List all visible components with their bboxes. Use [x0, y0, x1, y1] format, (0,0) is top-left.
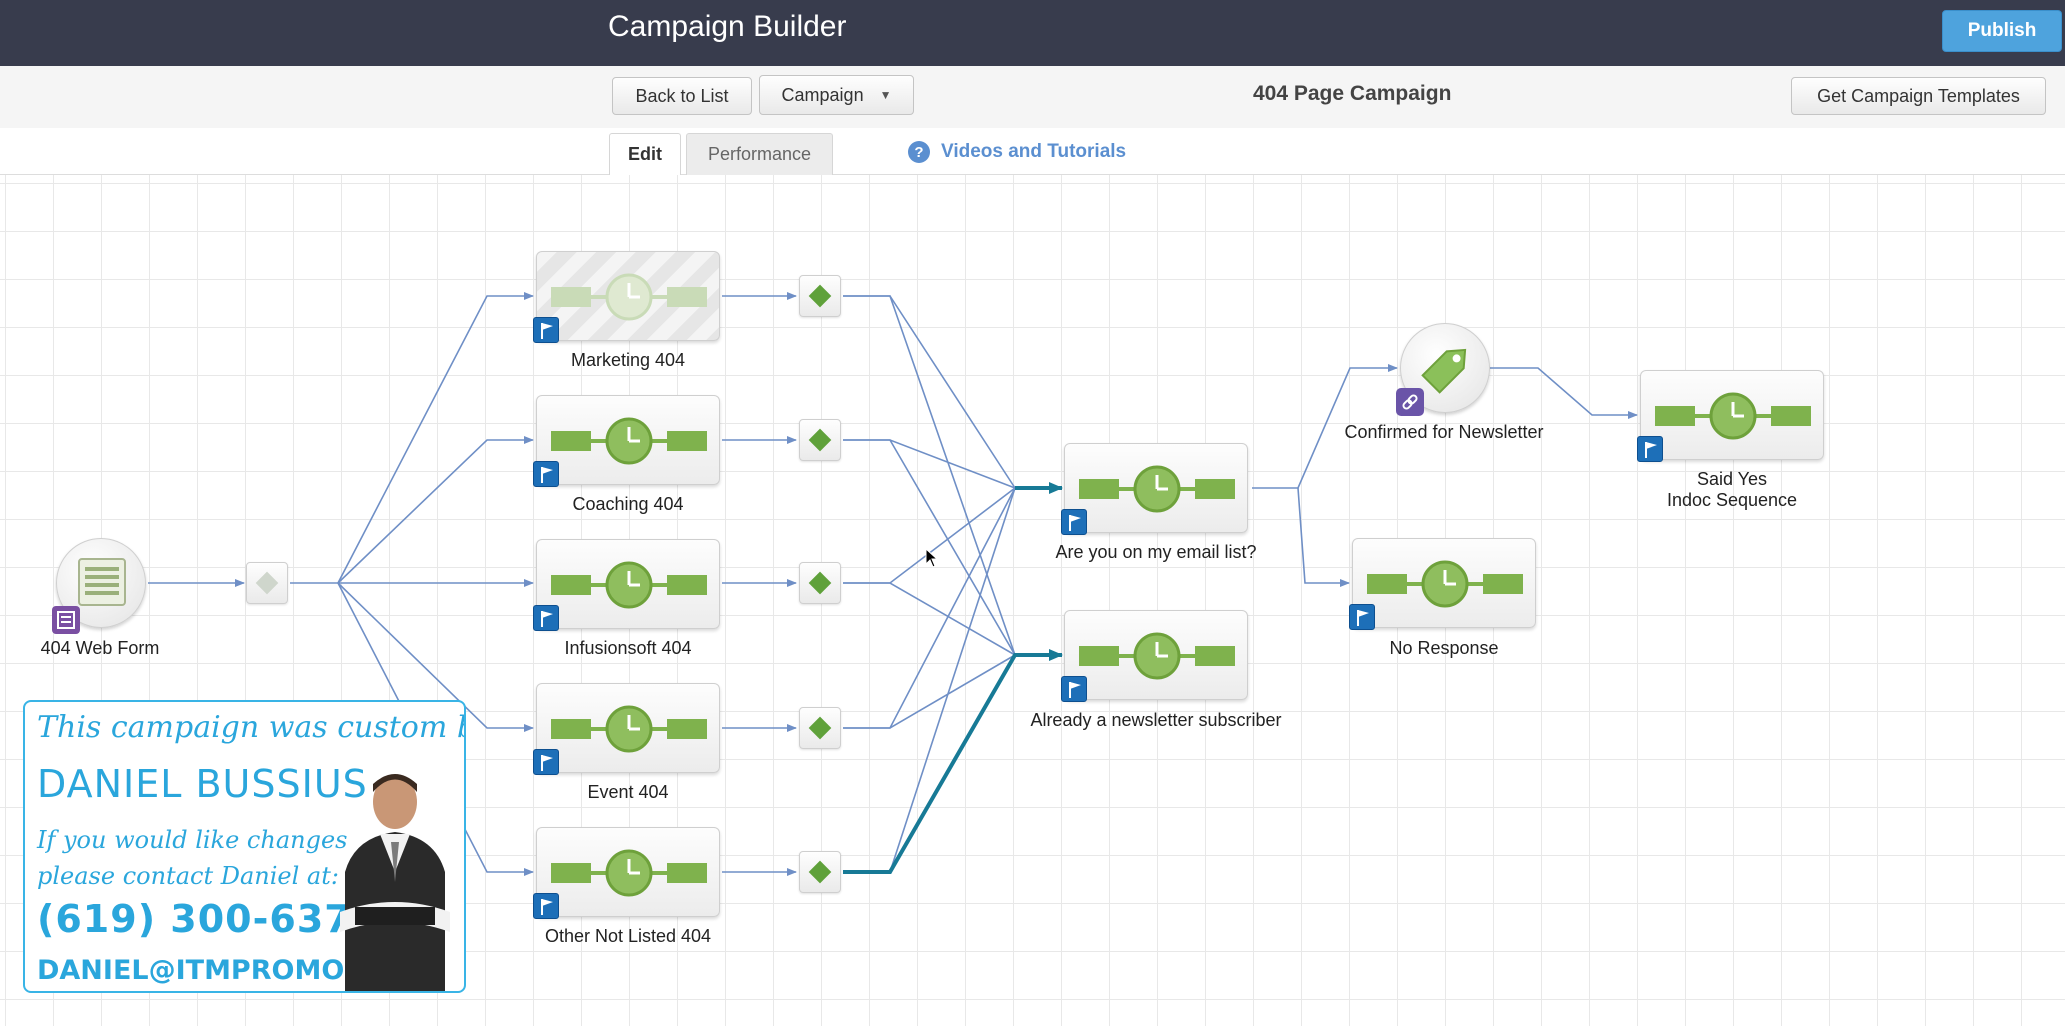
tab-bar — [0, 128, 2065, 175]
flag-icon — [533, 461, 559, 487]
back-to-list-button[interactable]: Back to List — [612, 77, 752, 115]
flag-icon — [533, 749, 559, 775]
campaign-menu-label: Campaign — [781, 84, 864, 105]
decision-diamond[interactable] — [799, 707, 841, 749]
sequence-label-already-subscriber: Already a newsletter subscriber — [1030, 710, 1282, 730]
videos-tutorials-label: Videos and Tutorials — [941, 141, 1127, 162]
timer-sequence-icon — [551, 273, 707, 321]
promo-name: DANIEL BUSSIUS — [37, 762, 368, 806]
sequence-said-yes-indoc[interactable] — [1640, 370, 1824, 460]
flag-icon — [1637, 436, 1663, 462]
sequence-email-list[interactable] — [1064, 443, 1248, 533]
person-photo — [340, 774, 450, 991]
goal-label-confirmed-newsletter: Confirmed for Newsletter — [1344, 422, 1544, 442]
mouse-cursor-icon — [925, 548, 939, 568]
promo-contact-line-1: If you would like changes — [37, 826, 348, 854]
tab-edit[interactable]: Edit — [609, 133, 681, 175]
publish-button[interactable]: Publish — [1942, 10, 2062, 52]
sequence-label-infusionsoft: Infusionsoft 404 — [564, 638, 692, 658]
timer-sequence-icon — [1079, 465, 1235, 513]
sequence-infusionsoft-404[interactable] — [536, 539, 720, 629]
sequence-label-coaching: Coaching 404 — [572, 494, 684, 514]
campaign-menu-button[interactable]: Campaign ▼ — [759, 75, 914, 115]
link-badge-icon — [1396, 388, 1424, 416]
flag-icon — [533, 317, 559, 343]
campaign-name: 404 Page Campaign — [1253, 82, 1452, 105]
tab-performance[interactable]: Performance — [686, 133, 833, 175]
web-form-icon — [78, 558, 126, 606]
decision-diamond-start[interactable] — [246, 562, 288, 604]
sequence-coaching-404[interactable] — [536, 395, 720, 485]
flag-icon — [533, 605, 559, 631]
sequence-label-indoc: Indoc Sequence — [1666, 490, 1798, 510]
goal-label-web-form: 404 Web Form — [40, 638, 160, 658]
get-campaign-templates-button[interactable]: Get Campaign Templates — [1791, 77, 2046, 115]
question-circle-icon: ? — [908, 141, 930, 163]
sequence-label-said-yes: Said Yes — [1696, 469, 1768, 489]
sequence-event-404[interactable] — [536, 683, 720, 773]
sequence-label-email-list: Are you on my email list? — [1055, 542, 1257, 562]
decision-diamond[interactable] — [799, 562, 841, 604]
promo-contact-text: If you would like changes please contact… — [37, 822, 347, 894]
timer-sequence-icon — [551, 417, 707, 465]
videos-tutorials-link[interactable]: ? Videos and Tutorials — [908, 141, 1126, 163]
promo-phone: (619) 300-6372 — [37, 897, 380, 941]
flag-icon — [1061, 509, 1087, 535]
sequence-label-no-response: No Response — [1389, 638, 1499, 658]
chevron-down-icon: ▼ — [879, 88, 892, 102]
app-title: Campaign Builder — [608, 10, 847, 43]
sequence-label-marketing: Marketing 404 — [570, 350, 686, 370]
flag-icon — [1349, 604, 1375, 630]
sequence-other-not-listed-404[interactable] — [536, 827, 720, 917]
decision-diamond[interactable] — [799, 419, 841, 461]
timer-sequence-icon — [551, 849, 707, 897]
flag-icon — [1061, 676, 1087, 702]
timer-sequence-icon — [1367, 560, 1523, 608]
custom-built-note: This campaign was custom built by: DANIE… — [23, 700, 466, 993]
sequence-label-other: Other Not Listed 404 — [544, 926, 712, 946]
timer-sequence-icon — [1655, 392, 1811, 440]
top-bar: Campaign Builder Publish — [0, 0, 2065, 66]
tag-icon — [1421, 348, 1467, 394]
flag-icon — [533, 893, 559, 919]
timer-sequence-icon — [1079, 632, 1235, 680]
promo-contact-line-2: please contact Daniel at: — [37, 862, 339, 890]
decision-diamond[interactable] — [799, 275, 841, 317]
form-badge-icon — [52, 606, 80, 634]
toolbar — [0, 66, 2065, 129]
sequence-already-subscriber[interactable] — [1064, 610, 1248, 700]
sequence-label-event: Event 404 — [587, 782, 669, 802]
decision-diamond[interactable] — [799, 851, 841, 893]
timer-sequence-icon — [551, 705, 707, 753]
timer-sequence-icon — [551, 561, 707, 609]
sequence-marketing-404[interactable] — [536, 251, 720, 341]
promo-heading: This campaign was custom built by: — [37, 710, 464, 745]
sequence-no-response[interactable] — [1352, 538, 1536, 628]
